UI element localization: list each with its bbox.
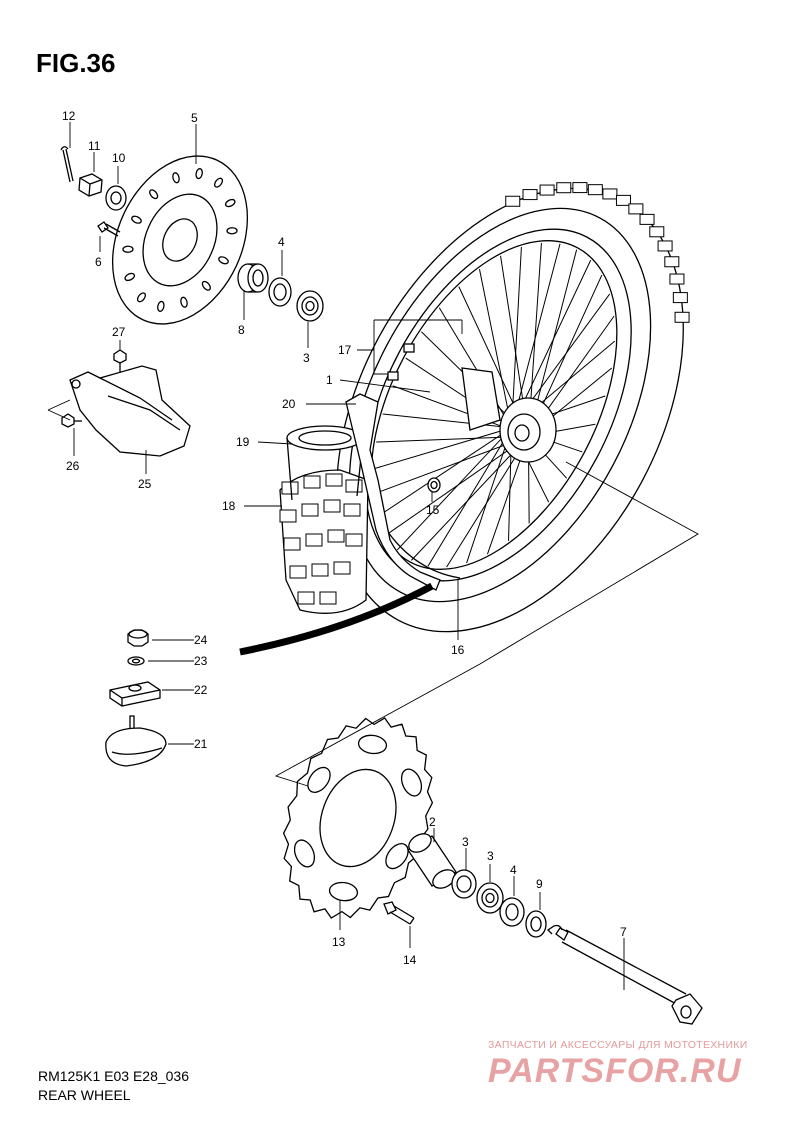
- callout-8: 8: [238, 323, 245, 337]
- callout-5: 5: [191, 111, 198, 125]
- axle-collar: [525, 910, 547, 938]
- figure-title: FIG.36: [36, 48, 116, 78]
- callout-18: 18: [222, 499, 236, 513]
- callout-20: 20: [282, 397, 296, 411]
- spacer-collar: [237, 263, 269, 293]
- model-code: RM125K1 E03 E28_036: [38, 1068, 189, 1084]
- callout-3-b: 3: [462, 835, 469, 849]
- axle-nut: [78, 173, 103, 197]
- rim-lock-nut: [127, 629, 149, 647]
- disc-bolt: [97, 221, 121, 237]
- callout-6: 6: [95, 255, 102, 269]
- callout-1: 1: [326, 373, 333, 387]
- callout-3: 3: [303, 351, 310, 365]
- watermark-logo: PARTSFOR.RU: [488, 1052, 742, 1090]
- rear-sprocket: [282, 717, 434, 919]
- sprocket-side-oil-seal: [499, 897, 525, 927]
- washer: [105, 185, 127, 211]
- leader-lines: [47, 122, 699, 990]
- rim-lock: [105, 715, 167, 767]
- guide-bolt-upper: [113, 349, 127, 372]
- spoke-nipple: [387, 343, 415, 381]
- callout-25: 25: [138, 477, 152, 491]
- rim-lock-spacer: [109, 681, 161, 707]
- tire-valve: [427, 477, 441, 493]
- rear-axle: [546, 924, 703, 1025]
- brake-disc: [111, 155, 249, 325]
- callout-19: 19: [236, 435, 250, 449]
- callout-3-c: 3: [487, 849, 494, 863]
- callout-9: 9: [536, 877, 543, 891]
- callout-16: 16: [451, 643, 465, 657]
- callout-7: 7: [620, 925, 627, 939]
- tire-tread: [505, 182, 690, 323]
- callout-24: 24: [194, 633, 208, 647]
- rim-lock-washer: [127, 656, 145, 666]
- callout-21: 21: [194, 737, 208, 751]
- callout-17: 17: [338, 343, 352, 357]
- guide-bolt-lower: [61, 413, 82, 428]
- callout-labels: 12 11 10 5 6 4 8 3 27 26 25 17 1 20 19 1…: [62, 109, 627, 967]
- bearing: [296, 290, 324, 322]
- sprocket-bolt: [383, 901, 415, 925]
- callout-2: 2: [429, 815, 436, 829]
- rim-band-strip: [345, 393, 441, 591]
- callout-14: 14: [403, 953, 417, 967]
- wheel-spacer: [407, 833, 457, 889]
- callout-22: 22: [194, 683, 208, 697]
- callout-27: 27: [112, 325, 126, 339]
- callout-4-b: 4: [510, 863, 517, 877]
- watermark-tagline: ЗАПЧАСТИ И АКСЕССУАРЫ ДЛЯ МОТОТЕХНИКИ: [488, 1039, 748, 1051]
- section-title: REAR WHEEL: [38, 1087, 131, 1103]
- cotter-pin: [60, 146, 74, 183]
- spare-tire: [279, 469, 369, 614]
- chain-guide: [69, 365, 191, 457]
- callout-10: 10: [112, 151, 126, 165]
- callout-26: 26: [66, 459, 80, 473]
- sprocket-side-bearing-2: [476, 882, 504, 914]
- callout-11: 11: [88, 139, 101, 153]
- oil-seal: [268, 277, 292, 307]
- callout-4: 4: [278, 235, 285, 249]
- callout-13: 13: [332, 935, 346, 949]
- sprocket-side-bearing-1: [451, 869, 477, 899]
- callout-15: 15: [426, 503, 440, 517]
- callout-23: 23: [194, 654, 208, 668]
- rear-hub: [461, 367, 557, 463]
- callout-12: 12: [62, 109, 76, 123]
- drive-chain: [239, 582, 434, 656]
